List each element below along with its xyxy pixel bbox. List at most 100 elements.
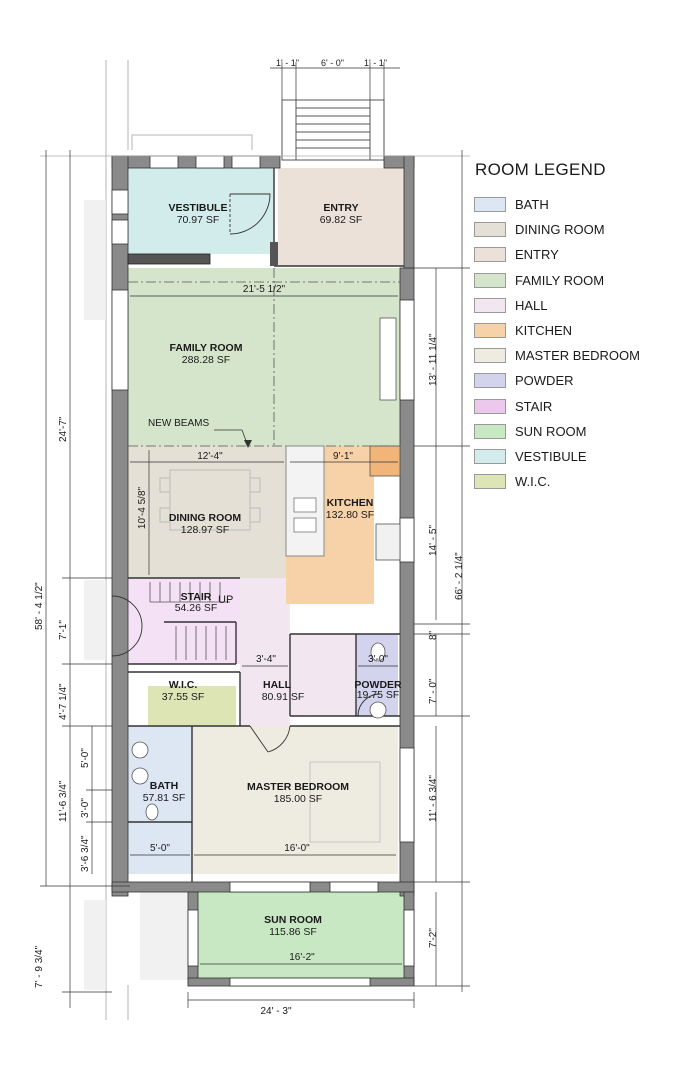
dim-stoop-mid: 6' - 0" xyxy=(321,58,344,68)
dim-kitchen-width: 9'-1" xyxy=(333,451,353,462)
sun-room-area xyxy=(198,892,406,980)
legend-label: DINING ROOM xyxy=(515,222,605,238)
kitchen-area-label: 132.80 SF xyxy=(326,509,374,521)
dim-right-overall: 66' - 2 1/4" xyxy=(454,552,465,600)
sun-room-area-label: 115.86 SF xyxy=(269,926,317,938)
sun-room-name: SUN ROOM xyxy=(264,914,322,926)
dim-sun-width: 16'-2" xyxy=(289,952,315,963)
legend-swatch xyxy=(474,272,506,288)
wic-name: W.I.C. xyxy=(169,679,198,691)
master-bedroom-name: MASTER BEDROOM xyxy=(247,781,349,793)
vestibule-wall-thick xyxy=(127,253,211,265)
dim-left-bath-b: 3'-0" xyxy=(80,798,91,818)
legend-swatch xyxy=(474,448,506,464)
stair-up-note: UP xyxy=(218,594,233,606)
legend-item: SUN ROOM xyxy=(474,419,684,444)
sink xyxy=(293,497,317,533)
dim-bath-width: 5'-0" xyxy=(150,843,170,854)
dim-stoop-left: 1' - 1" xyxy=(276,58,299,68)
windows xyxy=(111,155,415,987)
legend-label: KITCHEN xyxy=(515,323,573,339)
legend-swatch xyxy=(474,348,506,364)
stair-area-label: 54.26 SF xyxy=(175,602,218,614)
master-bed xyxy=(309,761,381,843)
kitchen-name: KITCHEN xyxy=(327,497,374,509)
dim-left-front: 24'-7" xyxy=(58,416,69,442)
legend-label: POWDER xyxy=(515,373,574,389)
dim-left-bath-c: 3'-6 3/4" xyxy=(80,835,91,872)
dim-left-sun: 7' - 9 3/4" xyxy=(34,945,45,988)
bath-fixtures xyxy=(131,741,159,821)
master-bedroom-area xyxy=(192,726,398,874)
new-beams-arrow xyxy=(244,440,252,448)
legend-swatch xyxy=(474,423,506,439)
legend-item: BATH xyxy=(474,192,684,217)
legend-title: ROOM LEGEND xyxy=(475,160,606,179)
exterior-dim-lines xyxy=(40,62,470,1008)
hall-area-label: 80.91 SF xyxy=(262,691,305,703)
dim-master-width: 16'-0" xyxy=(284,843,310,854)
dim-hall-width: 3'-4" xyxy=(256,654,276,665)
powder-area-label: 19.75 SF xyxy=(357,689,400,701)
legend-label: BATH xyxy=(515,197,549,213)
entry-wall-thick xyxy=(270,242,278,266)
hall-area xyxy=(240,578,356,730)
dim-dining-width: 12'-4" xyxy=(197,451,223,462)
front-stoop xyxy=(281,99,385,161)
dining-table xyxy=(159,469,261,531)
dim-overall-width: 24' - 3" xyxy=(260,1006,291,1017)
legend-swatch xyxy=(474,474,506,490)
family-room-area-label: 288.28 SF xyxy=(182,354,230,366)
legend-item: DINING ROOM xyxy=(474,217,684,242)
legend-label: SUN ROOM xyxy=(515,423,587,439)
dim-right-master: 11' - 6 3/4" xyxy=(428,775,439,822)
stove xyxy=(375,523,401,561)
doors xyxy=(111,193,381,753)
legend-label: ENTRY xyxy=(515,247,559,263)
family-room-name: FAMILY ROOM xyxy=(170,342,243,354)
dim-right-powder: 7' - 0" xyxy=(428,678,439,704)
dim-right-kitchen: 14' - 5" xyxy=(428,525,439,556)
dim-powder-width: 3'-0" xyxy=(368,654,388,665)
dim-stoop-right: 1' - 1" xyxy=(364,58,387,68)
dim-family-width: 21'-5 1/2" xyxy=(243,284,286,295)
dim-left-bath-total: 11'-6 3/4" xyxy=(58,780,69,822)
dining-room-name: DINING ROOM xyxy=(169,512,242,524)
kitchen-counter xyxy=(369,445,401,477)
powder-name: POWDER xyxy=(354,679,402,691)
family-fireplace xyxy=(379,317,397,401)
family-room-area xyxy=(128,268,400,446)
legend-item: W.I.C. xyxy=(474,469,684,494)
legend-swatch xyxy=(474,247,506,263)
dim-right-sun: 7'-2" xyxy=(428,928,439,948)
dim-left-stair: 7'-1" xyxy=(58,620,69,640)
stair-area xyxy=(128,578,240,664)
legend-item: POWDER xyxy=(474,368,684,393)
dim-dining-depth: 10'-4 5/8" xyxy=(137,486,148,529)
legend-item: ENTRY xyxy=(474,242,684,267)
vestibule-area-label: 70.97 SF xyxy=(177,214,220,226)
stair-treads xyxy=(149,582,230,660)
bath-area-label: 57.81 SF xyxy=(143,792,186,804)
legend-swatch xyxy=(474,323,506,339)
legend-item: FAMILY ROOM xyxy=(474,268,684,293)
powder-fixtures xyxy=(369,642,387,719)
wic-area xyxy=(148,686,236,726)
legend-item: VESTIBULE xyxy=(474,444,684,469)
legend-label: STAIR xyxy=(515,398,553,414)
vestibule-name: VESTIBULE xyxy=(169,202,228,214)
dim-left-wic: 4'-7 1/4" xyxy=(58,683,69,720)
hall-name: HALL xyxy=(263,679,292,691)
beams xyxy=(128,268,400,447)
master-bedroom-area-label: 185.00 SF xyxy=(274,793,322,805)
dim-right-wall: 8" xyxy=(428,630,439,640)
legend-label: VESTIBULE xyxy=(515,448,587,464)
vestibule-area xyxy=(128,168,274,254)
legend-swatch xyxy=(474,373,506,389)
legend-label: FAMILY ROOM xyxy=(515,272,605,288)
interior-dim-lines xyxy=(130,295,402,965)
legend-swatch xyxy=(474,297,506,313)
legend-swatch xyxy=(474,222,506,238)
